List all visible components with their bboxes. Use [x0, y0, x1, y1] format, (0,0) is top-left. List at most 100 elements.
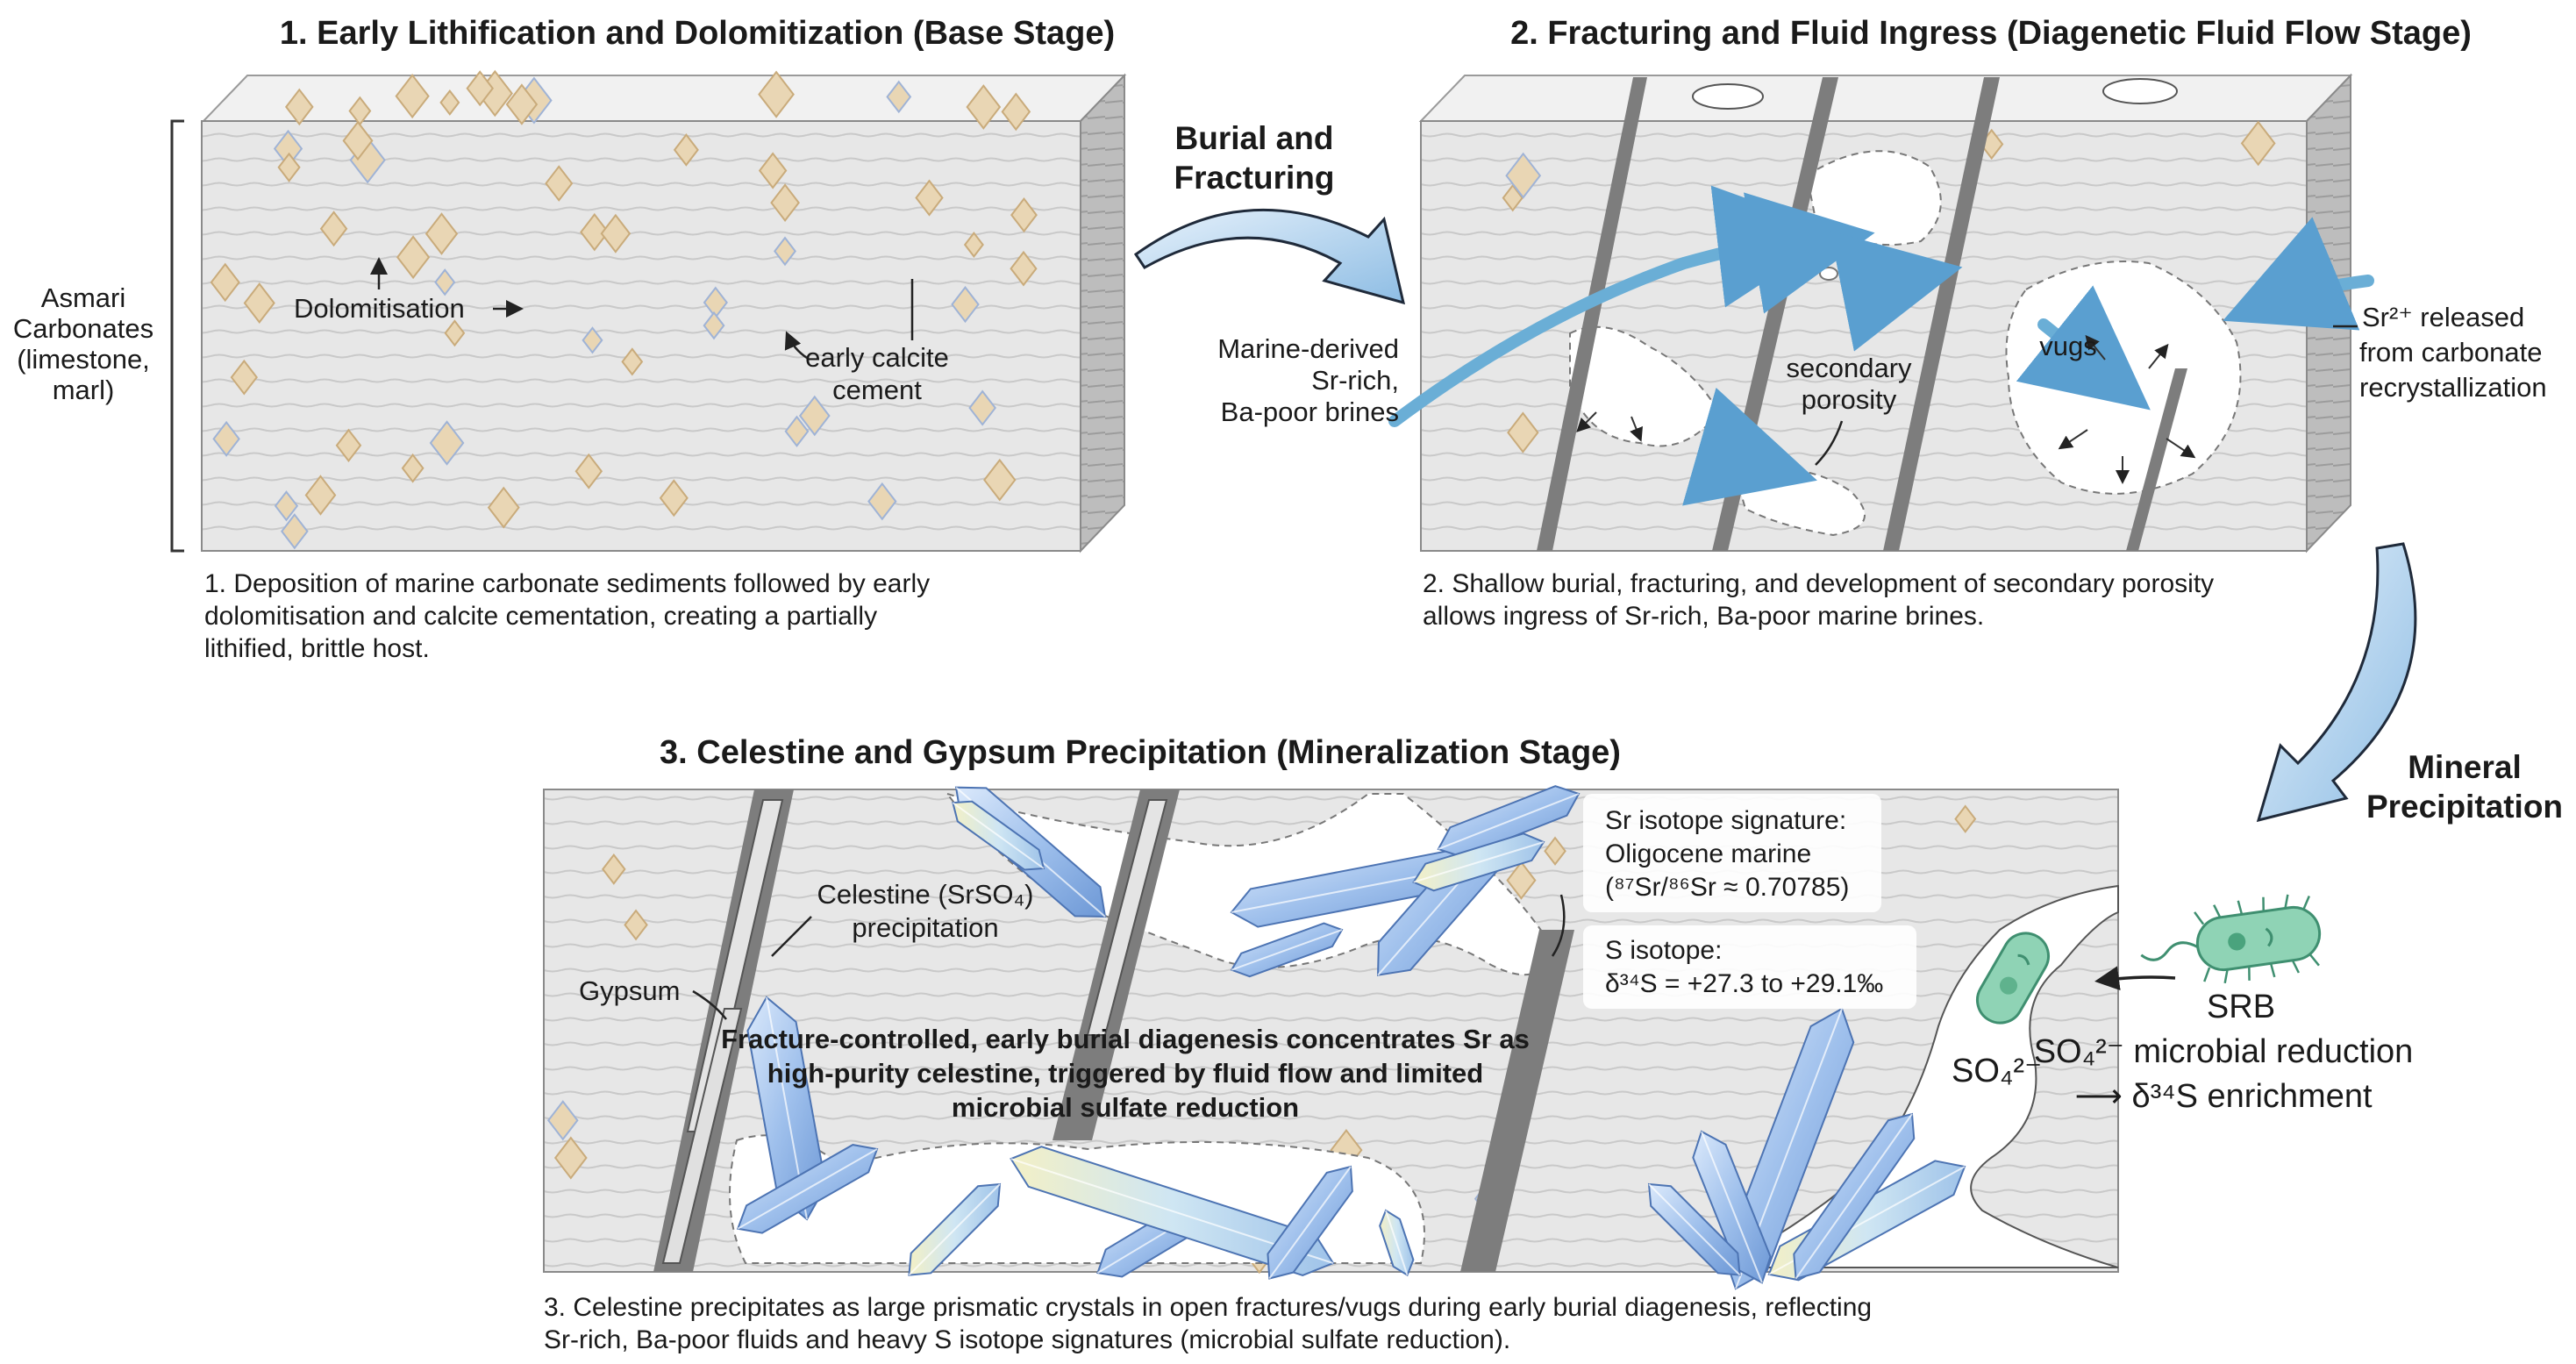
panel-3-caption: 3. Celestine precipitates as large prism…: [544, 1293, 1872, 1354]
svg-text:recrystallization: recrystallization: [2359, 372, 2547, 403]
gypsum-vein-3: [1086, 799, 1168, 1036]
svg-text:dolomitisation and calcite cem: dolomitisation and calcite cementation, …: [204, 602, 877, 631]
dolomite-rhomb: [673, 132, 699, 167]
calcite-pointer: [784, 331, 808, 360]
fracture-3: [1460, 930, 1574, 1272]
crystal-facet: [737, 1148, 878, 1230]
dolomite-rhomb: [348, 96, 372, 126]
dolomitisation-label: Dolomitisation: [294, 293, 465, 324]
svg-text:Oligocene marine: Oligocene marine: [1605, 839, 1811, 868]
dolomite-rhomb: [342, 120, 374, 161]
dolomite-crystals: [1502, 120, 2276, 453]
svg-text:secondary: secondary: [1786, 353, 1912, 383]
srb-group: SRB SO₄²⁻ microbial reduction ⟶ δ³⁴S enr…: [2034, 894, 2414, 1115]
marine-brines-label: Marine-derived Sr-rich, Ba-poor brines: [1217, 333, 1399, 427]
dolomite-rhomb: [951, 285, 980, 324]
dolomite-rhomb: [444, 319, 466, 347]
gypsum-label: Gypsum: [579, 975, 680, 1006]
panel-2-title: 2. Fracturing and Fluid Ingress (Diagene…: [1510, 15, 2472, 52]
dolomite-rhomb: [758, 70, 795, 118]
dolomite-rhomb: [1507, 411, 1539, 453]
panel-3: 3. Celestine and Gypsum Precipitation (M…: [543, 734, 2119, 1354]
svg-text:Carbonates: Carbonates: [13, 313, 153, 344]
dolomite-rhomb: [304, 475, 337, 516]
dolomite-rhomb: [466, 70, 495, 107]
dolomite-rhomb: [1954, 804, 1977, 833]
dolomite-rhomb: [505, 83, 539, 125]
dolomite-rhomb: [659, 479, 689, 518]
dolomite-rhomb: [545, 165, 574, 202]
dolomite-rhomb: [434, 268, 456, 296]
dolomite-rhomb: [968, 389, 996, 426]
srb-to-vug-arrow: [2094, 966, 2176, 991]
dolomite-rhomb: [425, 212, 459, 255]
celestine-label: Celestine (SrSO₄) precipitation: [817, 879, 1034, 943]
sr-isotope-box: [1583, 794, 1881, 912]
svg-text:(⁸⁷Sr/⁸⁶Sr ≈ 0.70785): (⁸⁷Sr/⁸⁶Sr ≈ 0.70785): [1605, 873, 1849, 902]
dolomite-rhomb: [553, 1136, 588, 1180]
dolomite-rhomb: [277, 152, 301, 182]
dolomite-rhomb: [243, 282, 275, 325]
dolomite-rhomb: [1505, 152, 1542, 199]
svg-text:Sr-rich,: Sr-rich,: [1311, 365, 1399, 396]
dolomite-rhomb: [274, 490, 299, 522]
svg-text:Sr isotope signature:: Sr isotope signature:: [1605, 806, 1846, 835]
dolomite-rhomb: [703, 311, 725, 340]
svg-text:(limestone,: (limestone,: [17, 344, 150, 375]
dolomite-rhomb: [770, 183, 800, 223]
fracture-4: [2126, 368, 2187, 551]
small-vug: [1819, 267, 1838, 281]
dolomite-rhomb: [1506, 861, 1537, 900]
svg-text:from carbonate: from carbonate: [2359, 337, 2543, 368]
dolomite-rhomb: [546, 1100, 579, 1141]
so4-label: SO₄²⁻: [1952, 1053, 2042, 1089]
dolomite-rhomb: [624, 909, 648, 941]
dolomite-rhomb: [758, 152, 788, 189]
mineral-precipitation-label-2: Precipitation: [2366, 789, 2563, 825]
dolomite-rhomb: [966, 84, 1002, 130]
svg-text:precipitation: precipitation: [852, 912, 998, 943]
celestine-pointer: [771, 916, 812, 957]
panel-3-title: 3. Celestine and Gypsum Precipitation (M…: [660, 734, 1621, 771]
secondary-porosity-label: secondary porosity: [1786, 353, 1912, 415]
dolomite-rhomb: [886, 80, 912, 114]
srb-reduction-label: SO₄²⁻ microbial reduction: [2034, 1033, 2414, 1070]
srb-name: SRB: [2207, 989, 2275, 1025]
fracture-1: [1537, 77, 1647, 551]
secondary-porosity-void: [1569, 325, 1721, 447]
dolomite-rhomb: [867, 482, 897, 521]
dolomite-rhomb: [487, 486, 520, 529]
s-isotope-box: [1583, 925, 1916, 1009]
svg-text:microbial sulfate reduction: microbial sulfate reduction: [952, 1092, 1299, 1123]
dolomite-rhomb: [1544, 836, 1566, 866]
mineral-precipitation-arrow: Mineral Precipitation: [2256, 542, 2563, 825]
panel-1-side-face: [1080, 73, 1125, 553]
svg-text:Sr²⁺ released: Sr²⁺ released: [2362, 302, 2524, 332]
svg-text:Ba-poor brines: Ba-poor brines: [1221, 396, 1399, 427]
dolomite-rhomb: [429, 420, 465, 466]
dolomite-rhomb: [439, 89, 460, 116]
dolomite-rhomb: [1001, 92, 1031, 132]
panel-2-side-face: [2306, 73, 2351, 553]
crystal-facet: [952, 802, 1045, 869]
dolomite-rhomb: [1502, 183, 1523, 212]
crystal-facet: [908, 1183, 1001, 1276]
top-vug-2: [2102, 78, 2178, 104]
gypsum-pointer: [692, 989, 727, 1020]
dolomite-rhomb: [281, 513, 309, 550]
dolomite-rhomb: [600, 213, 632, 254]
dolomite-rhomb: [396, 235, 431, 280]
dolomite-rhomb: [798, 395, 831, 437]
s-isotope-text: S isotope: δ³⁴S = +27.3 to +29.1‰: [1605, 936, 1883, 998]
porosity-pointer: [1815, 420, 1844, 466]
svg-text:early calcite: early calcite: [805, 342, 949, 373]
dolomite-rhomb: [319, 211, 348, 247]
top-vug-1: [1692, 83, 1764, 110]
brine-flow-arrows: [1388, 185, 2374, 506]
dolomite-crystals: [210, 69, 1038, 550]
dolomite-rhomb: [983, 458, 1017, 502]
crystal-facet: [1385, 1210, 1409, 1275]
dolomite-rhomb: [2240, 120, 2276, 167]
panel-1-caption: 1. Deposition of marine carbonate sedime…: [204, 569, 930, 663]
svg-text:S isotope:: S isotope:: [1605, 936, 1722, 965]
